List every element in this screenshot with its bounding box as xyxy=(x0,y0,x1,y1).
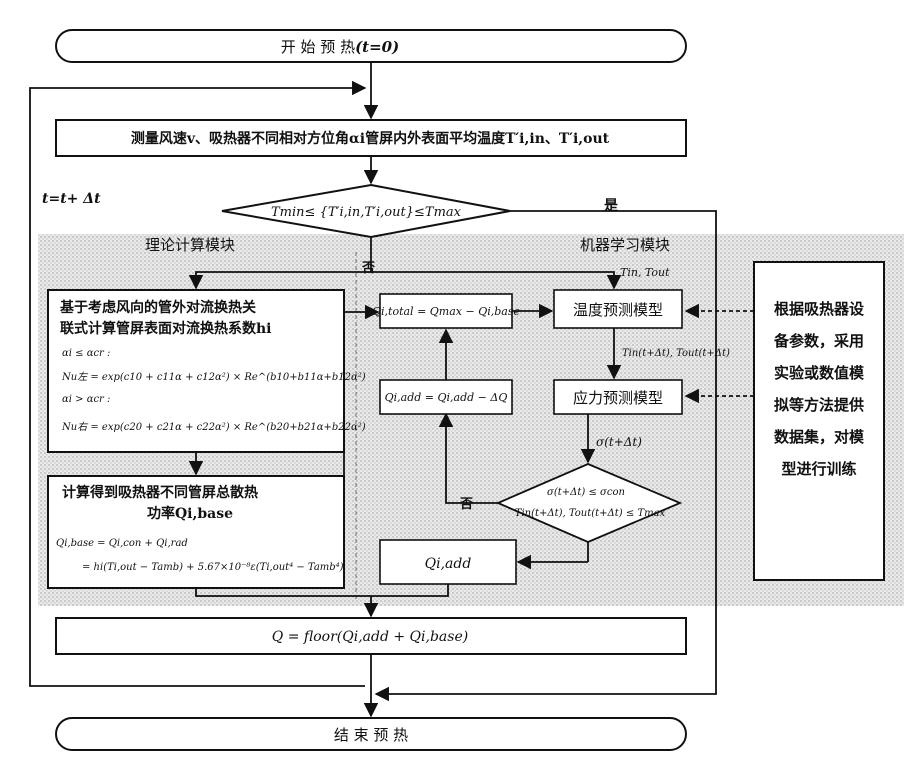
qadd-label: Qi,add xyxy=(425,556,472,572)
stress-model-label: 应力预测模型 xyxy=(573,389,663,407)
yes-label: 是 xyxy=(604,198,619,214)
ml-no-label: 否 xyxy=(459,497,473,512)
qtotal-label: Qi,total = Qmax − Qi,base xyxy=(372,305,520,318)
theory-cond-1: αi ≤ αcr : xyxy=(62,348,110,359)
qadd-update-label: Qi,add = Qi,add − ΔQ xyxy=(385,391,508,404)
dataset-line-5: 数据集，对模 xyxy=(774,428,865,446)
dataset-line-3: 实验或数值模 xyxy=(774,364,865,382)
theory-eq-2: Nu右 = exp(c20 + c21α + c22α²) × Re^(b20+… xyxy=(61,421,366,433)
dataset-line-1: 根据吸热器设 xyxy=(774,300,864,318)
sum-label: Q = floor(Qi,add + Qi,base) xyxy=(272,629,468,645)
dataset-line-6: 型进行训练 xyxy=(781,460,856,478)
heatloss-eq-2: = hi(Ti,out − Tamb) + 5.67×10⁻⁸ε(Ti,out⁴… xyxy=(82,562,344,573)
measure-label: 测量风速v、吸热器不同相对方位角αi管屏内外表面平均温度T′i,in、T′i,o… xyxy=(131,130,610,147)
theory-cond-2: αi > αcr : xyxy=(62,394,110,405)
heatloss-eq-1: Qi,base = Qi,con + Qi,rad xyxy=(56,538,188,549)
module-title-theory: 理论计算模块 xyxy=(145,236,235,254)
sigma-out-label: σ(t+Δt) xyxy=(596,435,642,449)
dataset-line-2: 备参数，采用 xyxy=(773,332,864,350)
dataset-line-4: 拟等方法提供 xyxy=(774,396,864,414)
heatloss-title-2: 功率Qi,base xyxy=(147,505,233,522)
no-label-main: 否 xyxy=(361,261,375,276)
decision-main-label: Tmin≤ {T′i,in,T′i,out}≤Tmax xyxy=(271,205,462,220)
theory-title-1: 基于考虑风向的管外对流换热关 xyxy=(60,299,256,316)
temp-out-label: Tin(t+Δt), Tout(t+Δt) xyxy=(622,348,730,359)
theory-title-2: 联式计算管屏表面对流换热系数hi xyxy=(60,320,272,337)
heatloss-title-1: 计算得到吸热器不同管屏总散热 xyxy=(62,484,258,501)
decision-ml-cond-2: Tin(t+Δt), Tout(t+Δt) ≤ Tmax xyxy=(515,508,666,519)
decision-ml-cond-1: σ(t+Δt) ≤ σcon xyxy=(547,487,625,498)
start-label: 开 始 预 热(t=0) xyxy=(281,38,399,56)
theory-eq-1: Nu左 = exp(c10 + c11α + c12α²) × Re^(b10+… xyxy=(61,371,366,383)
loop-label: t=t+ Δt xyxy=(42,191,101,207)
top-temp-label: Tin, Tout xyxy=(620,266,670,279)
temp-model-label: 温度预测模型 xyxy=(573,301,663,319)
module-title-ml: 机器学习模块 xyxy=(580,236,670,254)
end-label: 结 束 预 热 xyxy=(334,726,408,744)
